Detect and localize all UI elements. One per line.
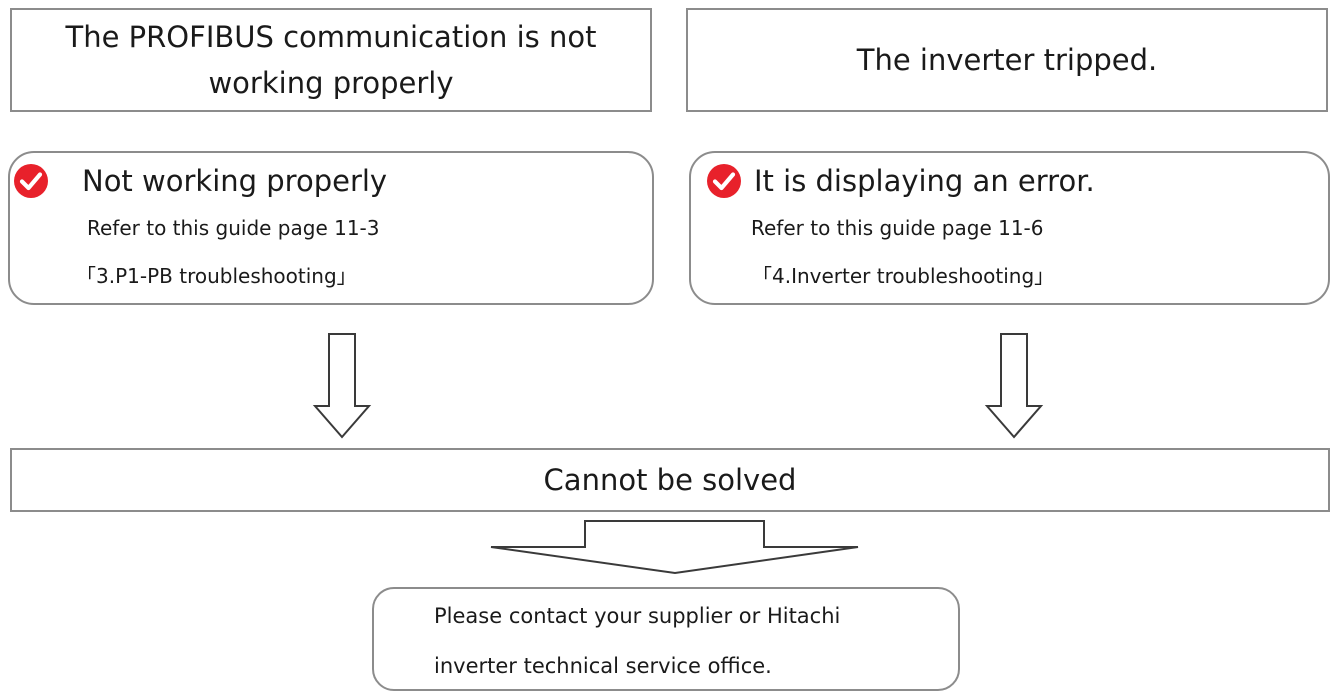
panel-heading-right: It is displaying an error.: [754, 164, 1095, 198]
problem-box-profibus: The PROFIBUS communication is not workin…: [10, 8, 652, 112]
problem-text: The inverter tripped.: [856, 43, 1158, 77]
problem-text-line1: The PROFIBUS communication is not: [65, 20, 597, 54]
down-arrow-bottom: [490, 520, 859, 575]
panel-ref-title-right: 「4.Inverter troubleshooting」: [752, 264, 1055, 288]
cannot-solve-box: Cannot be solved: [10, 448, 1330, 512]
panel-heading-left: Not working properly: [82, 164, 388, 198]
down-arrow-right: [984, 333, 1044, 439]
panel-ref-title-left: 「3.P1-PB troubleshooting」: [76, 264, 357, 288]
problem-box-inverter: The inverter tripped.: [686, 8, 1328, 112]
down-arrow-left: [312, 333, 372, 439]
checkmark-circle-icon: [707, 164, 741, 198]
problem-text-line2: working properly: [208, 66, 454, 100]
panel-ref-line-left: Refer to this guide page 11-3: [87, 216, 380, 240]
contact-line1: Please contact your supplier or Hitachi: [434, 604, 841, 628]
check-panel-left: [8, 151, 654, 305]
cannot-solve-text: Cannot be solved: [543, 463, 797, 497]
panel-ref-line-right: Refer to this guide page 11-6: [751, 216, 1044, 240]
contact-box: [372, 587, 960, 691]
check-panel-right: [689, 151, 1330, 305]
contact-line2: inverter technical service office.: [434, 654, 772, 678]
checkmark-circle-icon: [14, 164, 48, 198]
